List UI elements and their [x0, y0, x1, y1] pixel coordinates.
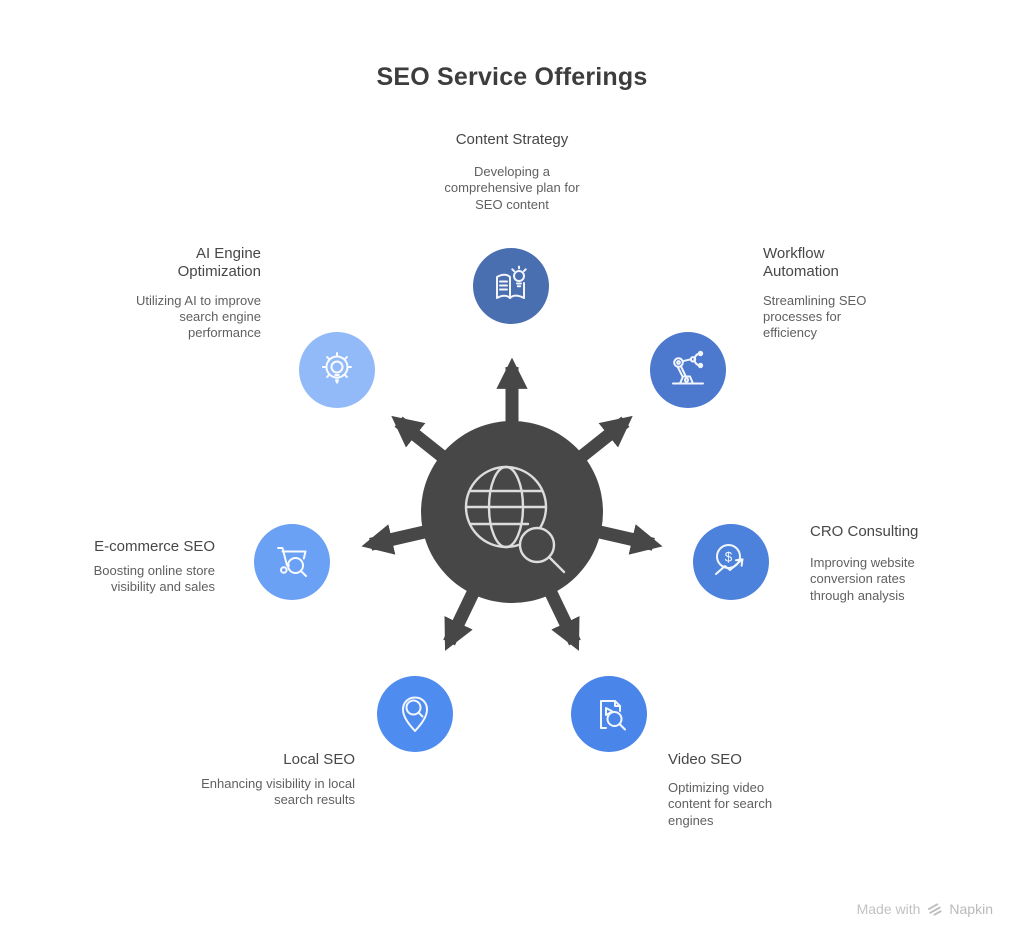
- svg-text:$: $: [725, 550, 733, 565]
- node-description: Developing a comprehensive plan for SEO …: [444, 164, 580, 212]
- watermark-brand: Napkin: [949, 901, 993, 917]
- node-description: Optimizing video content for search engi…: [668, 780, 773, 828]
- central-hub-circle: [421, 421, 603, 603]
- robot-arm-icon: [672, 350, 704, 385]
- node-label: CRO Consulting: [810, 523, 919, 540]
- node-ai-engine-optimization: [299, 332, 375, 408]
- dollar-growth-icon: $: [715, 544, 744, 575]
- page-title: SEO Service Offerings: [376, 63, 648, 91]
- node-e-commerce-seo: [254, 524, 330, 600]
- watermark-text: Made with: [856, 901, 921, 917]
- node-label: E-commerce SEO: [94, 538, 215, 555]
- cart-search-icon: [277, 547, 307, 577]
- gear-lightbulb-icon: [322, 352, 352, 384]
- node-description: Streamlining SEO processes for efficienc…: [763, 292, 867, 340]
- node-description: Improving website conversion rates throu…: [810, 555, 915, 603]
- node-label: AI Engine Optimization: [177, 245, 261, 281]
- node-label: Workflow Automation: [763, 245, 839, 281]
- text-block-workflow-automation: Workflow Automation Streamlining SEO pro…: [763, 245, 883, 341]
- node-description: Enhancing visibility in local search res…: [201, 776, 355, 808]
- video-search-icon: [600, 700, 626, 731]
- node-workflow-automation: [650, 332, 726, 408]
- node-content-strategy: [473, 248, 549, 324]
- node-label: Local SEO: [283, 751, 355, 768]
- node-label: Video SEO: [668, 751, 742, 768]
- location-search-icon: [402, 696, 428, 732]
- text-block-content-strategy: Content Strategy Developing a comprehens…: [437, 131, 587, 213]
- node-video-seo: [571, 676, 647, 752]
- text-block-e-commerce-seo: E-commerce SEO Boosting online store vis…: [50, 538, 215, 596]
- node-description: Utilizing AI to improve search engine pe…: [136, 292, 261, 340]
- text-block-local-seo: Local SEO Enhancing visibility in local …: [200, 751, 355, 809]
- napkin-logo-icon: [928, 902, 942, 916]
- text-block-video-seo: Video SEO Optimizing video content for s…: [668, 751, 793, 829]
- text-block-cro-consulting: CRO Consulting Improving website convers…: [810, 523, 940, 604]
- node-description: Boosting online store visibility and sal…: [93, 563, 215, 595]
- node-label: Content Strategy: [455, 131, 569, 148]
- watermark: Made with Napkin: [857, 901, 993, 917]
- book-lightbulb-icon: [496, 265, 527, 299]
- node-cro-consulting: $: [693, 524, 769, 600]
- node-local-seo: [377, 676, 453, 752]
- text-block-ai-engine-optimization: AI Engine Optimization Utilizing AI to i…: [111, 245, 261, 341]
- globe-search-icon: [464, 465, 566, 574]
